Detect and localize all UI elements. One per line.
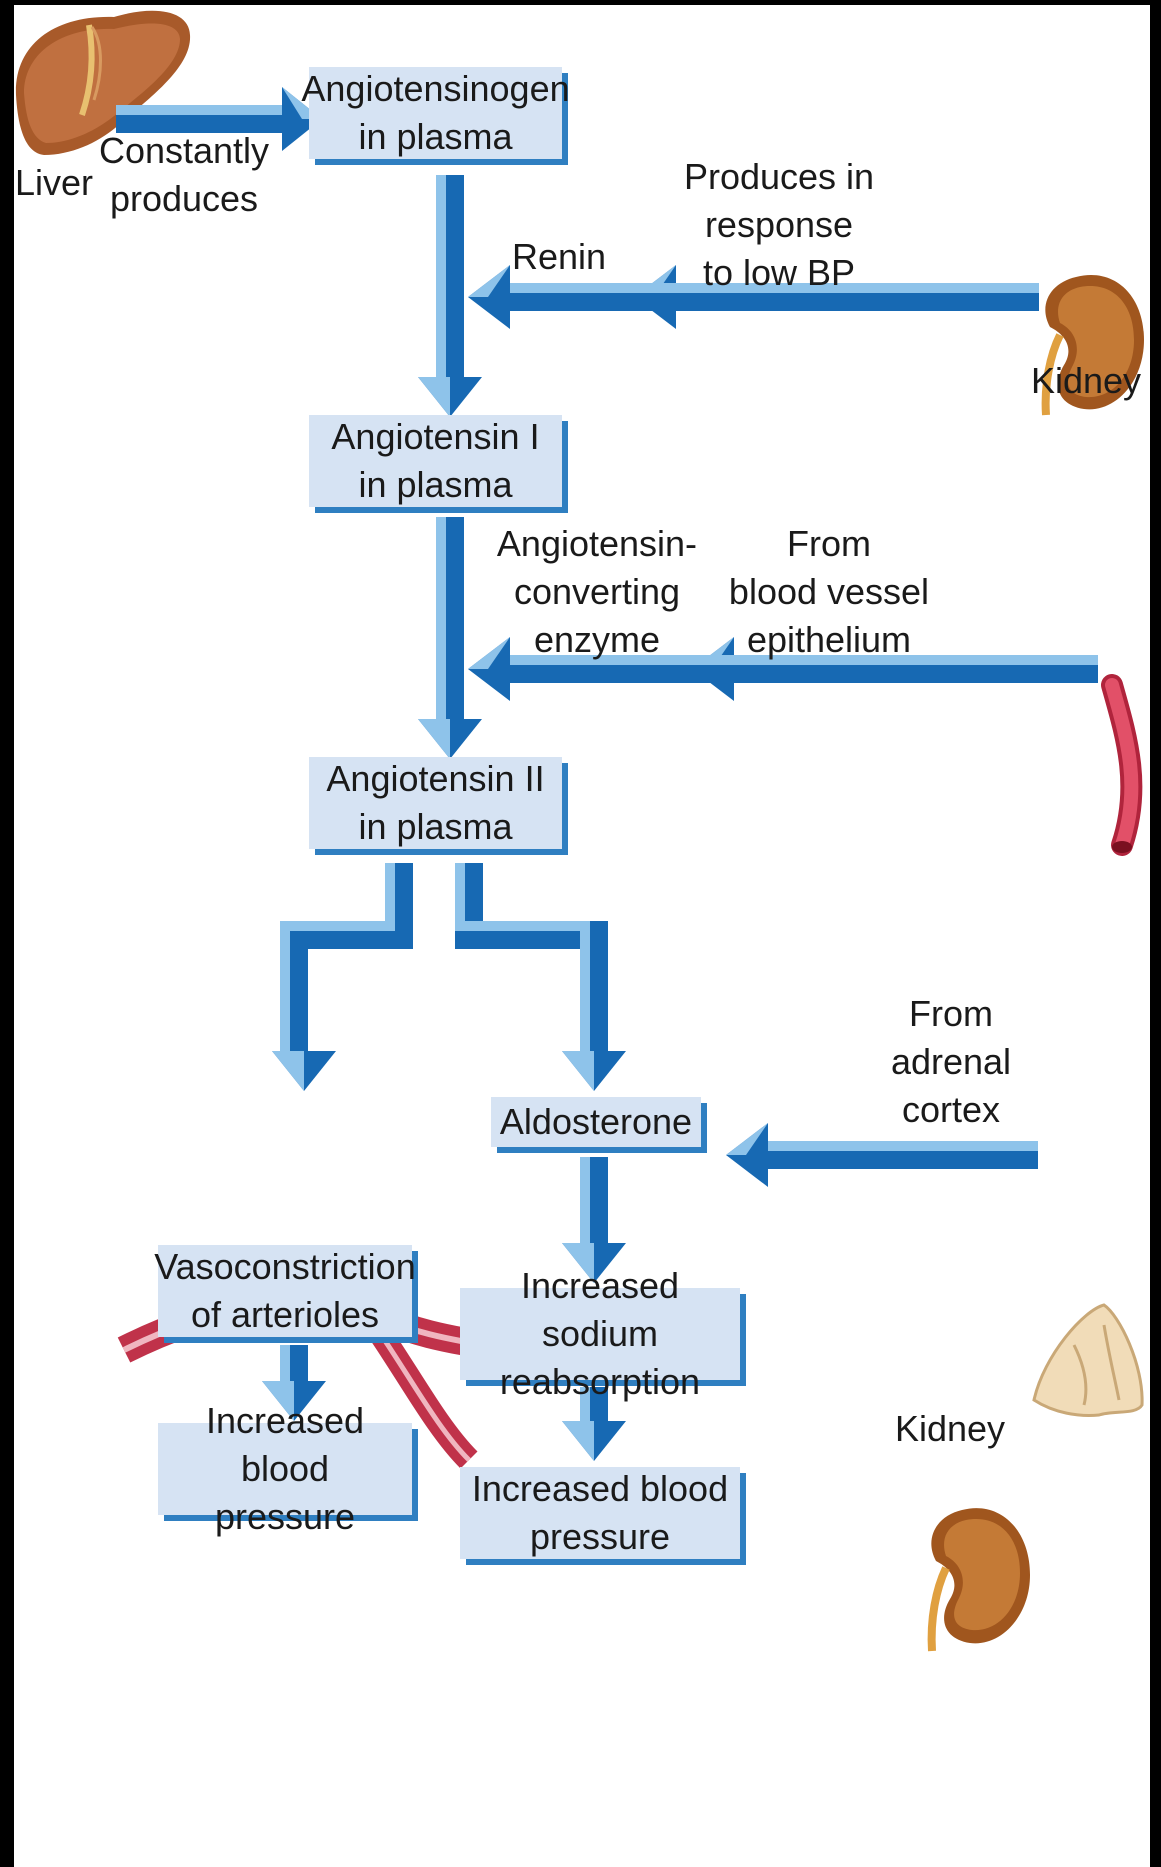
aldosterone-box: Aldosterone (491, 1097, 701, 1147)
adrenal-gland-icon (1032, 1303, 1144, 1417)
ace-label: Angiotensin- converting enzyme (496, 523, 698, 660)
sodium-reabsorption-box: Increased sodium reabsorption (460, 1265, 740, 1402)
arrow-branch-right (455, 863, 626, 1091)
liver-icon (15, 10, 191, 156)
increased-bp-left-text: Increased blood pressure (205, 1400, 365, 1537)
arrow-angiotensin-1-to-angiotensin-2 (418, 517, 482, 759)
angiotensinogen-box: Angiotensinogen in plasma (301, 67, 570, 159)
vasoconstriction-box: Vasoconstriction of arterioles (154, 1245, 416, 1337)
arrow-angiotensinogen-to-angiotensin-1 (418, 175, 482, 417)
arrow-renin-to-main (468, 265, 733, 329)
kidney-bottom-label: Kidney (894, 1408, 1006, 1449)
angiotensin-1-text: Angiotensin I in plasma (331, 416, 540, 505)
kidney-top-label: Kidney (1030, 360, 1142, 401)
angiotensinogen-text: Angiotensinogen in plasma (301, 68, 570, 157)
arrow-branch-left (272, 863, 413, 1091)
renin-label: Renin (511, 236, 607, 277)
blood-vessel-icon (1101, 674, 1143, 856)
from-vessel-label: From blood vessel epithelium (728, 523, 930, 660)
constantly-produces-label: Constantly produces (98, 130, 270, 219)
arrow-adrenal-to-aldosterone (726, 1123, 1038, 1187)
arrow-vasoconstriction-to-bp (262, 1345, 326, 1421)
increased-bp-left-box: Increased blood pressure (158, 1400, 412, 1537)
arrow-sodium-to-bp (562, 1387, 626, 1461)
increased-bp-right-text: Increased blood pressure (471, 1468, 729, 1557)
arrow-aldosterone-to-sodium (562, 1157, 626, 1283)
liver-label: Liver (14, 162, 94, 203)
kidney-icon (1041, 274, 1144, 416)
increased-bp-right-box: Increased blood pressure (460, 1467, 740, 1559)
angiotensin-1-box: Angiotensin I in plasma (309, 415, 562, 507)
diagram-artwork (15, 10, 1144, 1652)
vasoconstriction-text: Vasoconstriction of arterioles (154, 1246, 416, 1335)
diagram-canvas: Angiotensinogen in plasma Angiotensin I … (14, 5, 1150, 1867)
kidney-icon (927, 1508, 1030, 1652)
from-adrenal-label: From adrenal cortex (890, 993, 1012, 1130)
angiotensin-2-text: Angiotensin II in plasma (326, 758, 545, 847)
aldosterone-text: Aldosterone (499, 1101, 693, 1142)
arrow-ace-to-main (468, 637, 802, 701)
angiotensin-2-box: Angiotensin II in plasma (309, 757, 562, 849)
sodium-reabsorption-text: Increased sodium reabsorption (499, 1265, 701, 1402)
produces-low-bp-label: Produces in response to low BP (683, 156, 875, 293)
